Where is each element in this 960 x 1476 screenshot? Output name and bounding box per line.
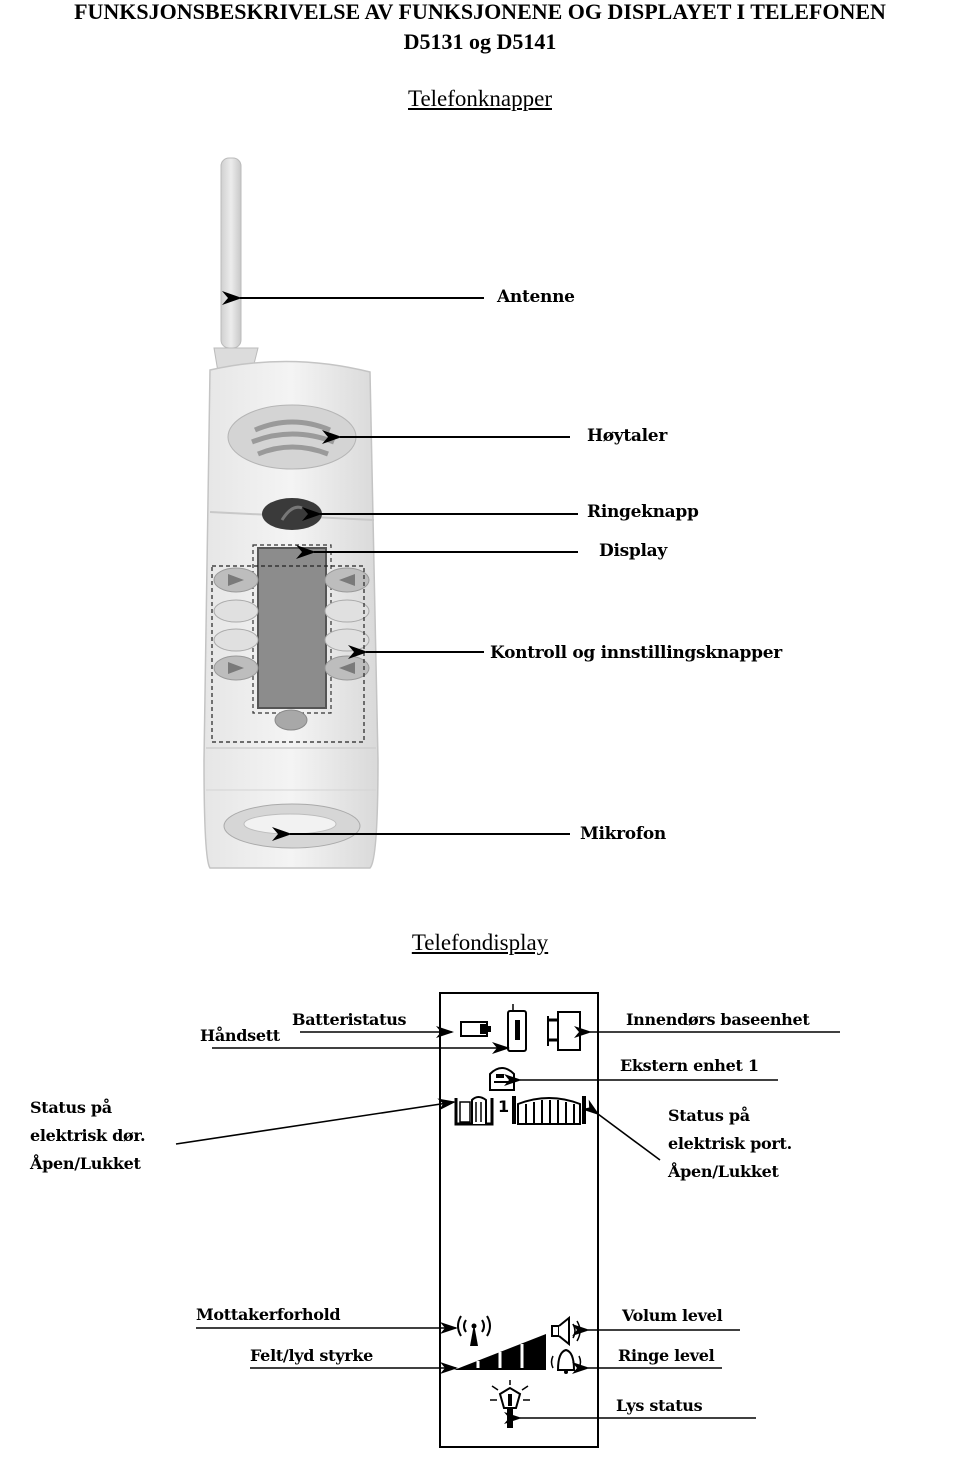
handset-icon [507,1004,527,1052]
label-handsett: Håndsett [200,1026,280,1045]
display-frame [439,992,599,1448]
label-dor-line1: Status på [30,1098,112,1117]
antenna [213,157,259,373]
arrow-port [581,1099,661,1161]
control-buttons [213,567,370,731]
label-innendors: Innendørs baseenhet [626,1010,810,1029]
label-display: Display [599,541,667,561]
section-heading-display: Telefondisplay [411,930,549,955]
label-felt: Felt/lyd styrke [250,1346,374,1365]
label-batteristatus: Batteristatus [292,1010,407,1029]
arrow-dor [175,1098,456,1145]
label-dor-status: Status på elektrisk dør. Åpen/Lukket [30,1094,146,1178]
gate-icon [512,1096,586,1125]
label-port-status: Status på elektrisk port. Åpen/Lukket [668,1102,792,1186]
external-unit-icon [489,1067,515,1091]
signal-icon [457,1315,491,1346]
label-lys: Lys status [616,1396,703,1415]
call-button [262,498,322,530]
label-hoytaler: Høytaler [587,426,667,446]
label-port-line2: elektrisk port. [668,1134,792,1153]
document-title-line2: D5131 og D5141 [403,29,557,54]
section-heading-buttons: Telefonknapper [408,86,552,111]
label-ringe: Ringe level [618,1346,715,1365]
label-dor-line3: Åpen/Lukket [30,1154,141,1173]
label-port-line1: Status på [668,1106,750,1125]
label-mottaker: Mottakerforhold [196,1305,341,1324]
phone-display [257,547,327,709]
lamp-icon [490,1380,530,1428]
volume-icon [551,1315,581,1347]
label-dor-line2: elektrisk dør. [30,1126,146,1145]
bell-icon [550,1348,582,1374]
label-ekstern: Ekstern enhet 1 [620,1056,759,1075]
strength-bars-icon [454,1334,546,1370]
speaker-grille [227,404,357,470]
document-title-line1: FUNKSJONSBESKRIVELSE AV FUNKSJONENE OG D… [74,0,886,24]
label-port-line3: Åpen/Lukket [668,1162,779,1181]
label-antenne: Antenne [497,287,575,307]
gate-number: 1 [498,1097,510,1116]
battery-icon [460,1021,491,1037]
microphone [223,803,361,849]
label-kontroll: Kontroll og innstillingsknapper [490,643,782,663]
door-icon [454,1096,494,1126]
phone-illustration [203,157,578,869]
label-ringeknapp: Ringeknapp [587,502,699,522]
label-mikrofon: Mikrofon [580,824,666,844]
label-volum: Volum level [622,1306,723,1325]
base-unit-icon [547,1011,581,1051]
